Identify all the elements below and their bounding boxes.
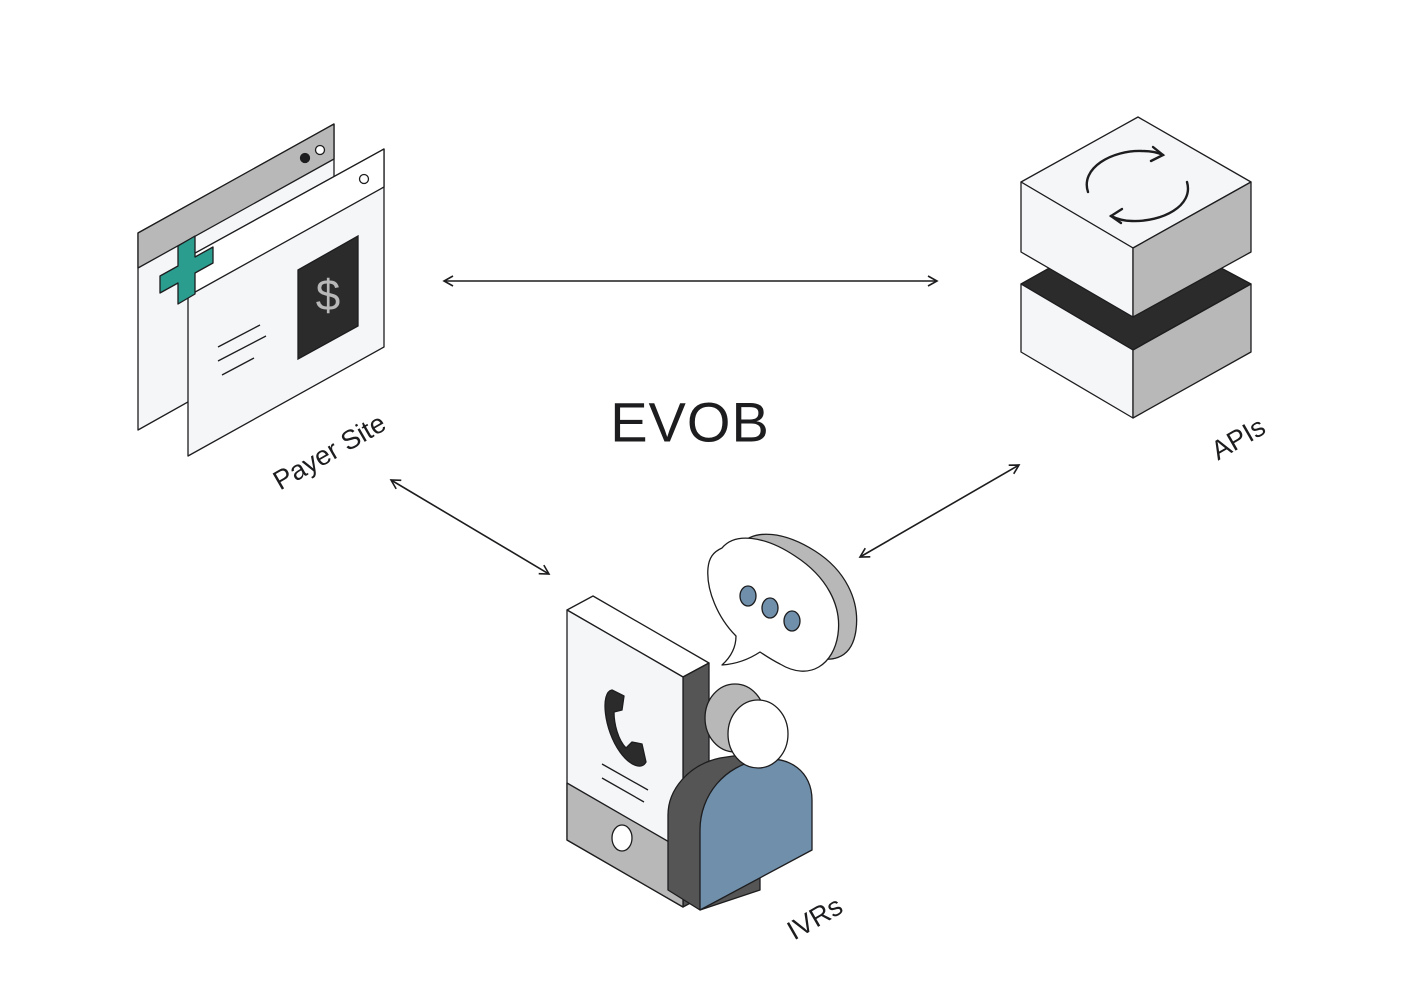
- browser-window-icon: [137, 123, 385, 457]
- arrow-payer-ivrs: [389, 479, 551, 575]
- person-icon: [667, 683, 813, 911]
- dollar-symbol: $: [316, 271, 340, 320]
- sync-arrows-icon: [1085, 145, 1190, 225]
- dollar-card-icon: $: [297, 234, 359, 361]
- speech-bubble-icon: [707, 533, 858, 672]
- stacked-blocks-icon: [1020, 116, 1252, 419]
- medical-cross-icon: [159, 235, 214, 305]
- arrow-apis-ivrs: [858, 464, 1021, 558]
- diagram-title: EVOB: [610, 390, 770, 454]
- phone-handset-icon: [604, 689, 647, 767]
